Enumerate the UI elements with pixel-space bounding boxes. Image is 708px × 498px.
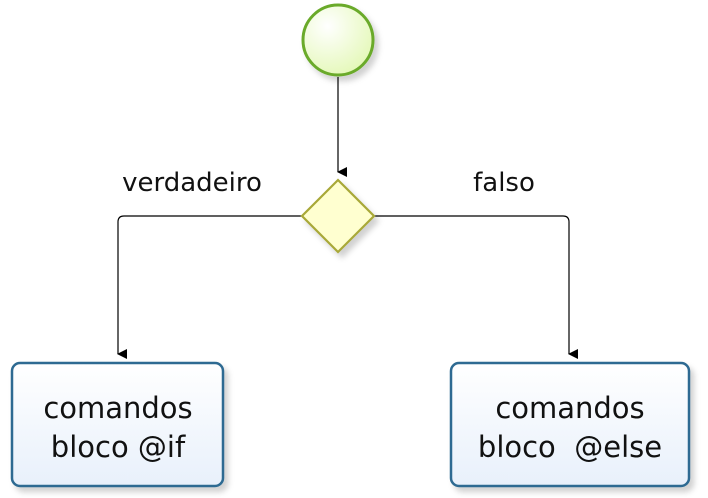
if-block-line2: bloco @if — [51, 430, 186, 464]
decision-gateway — [300, 178, 376, 254]
start-event — [301, 3, 375, 77]
true-branch-label: verdadeiro — [122, 168, 262, 198]
connector-decision-to-if — [117, 215, 302, 359]
if-block-line1: comandos — [43, 391, 192, 425]
false-branch-label: falso — [473, 168, 535, 198]
else-block-node: comandos bloco @else — [449, 361, 691, 488]
connector-decision-to-else — [374, 215, 578, 359]
else-block-line2: bloco @else — [478, 430, 662, 464]
if-block-node: comandos bloco @if — [10, 361, 225, 488]
else-block-box — [449, 361, 691, 488]
else-block-line1: comandos — [495, 391, 644, 425]
if-block-box — [10, 361, 225, 488]
